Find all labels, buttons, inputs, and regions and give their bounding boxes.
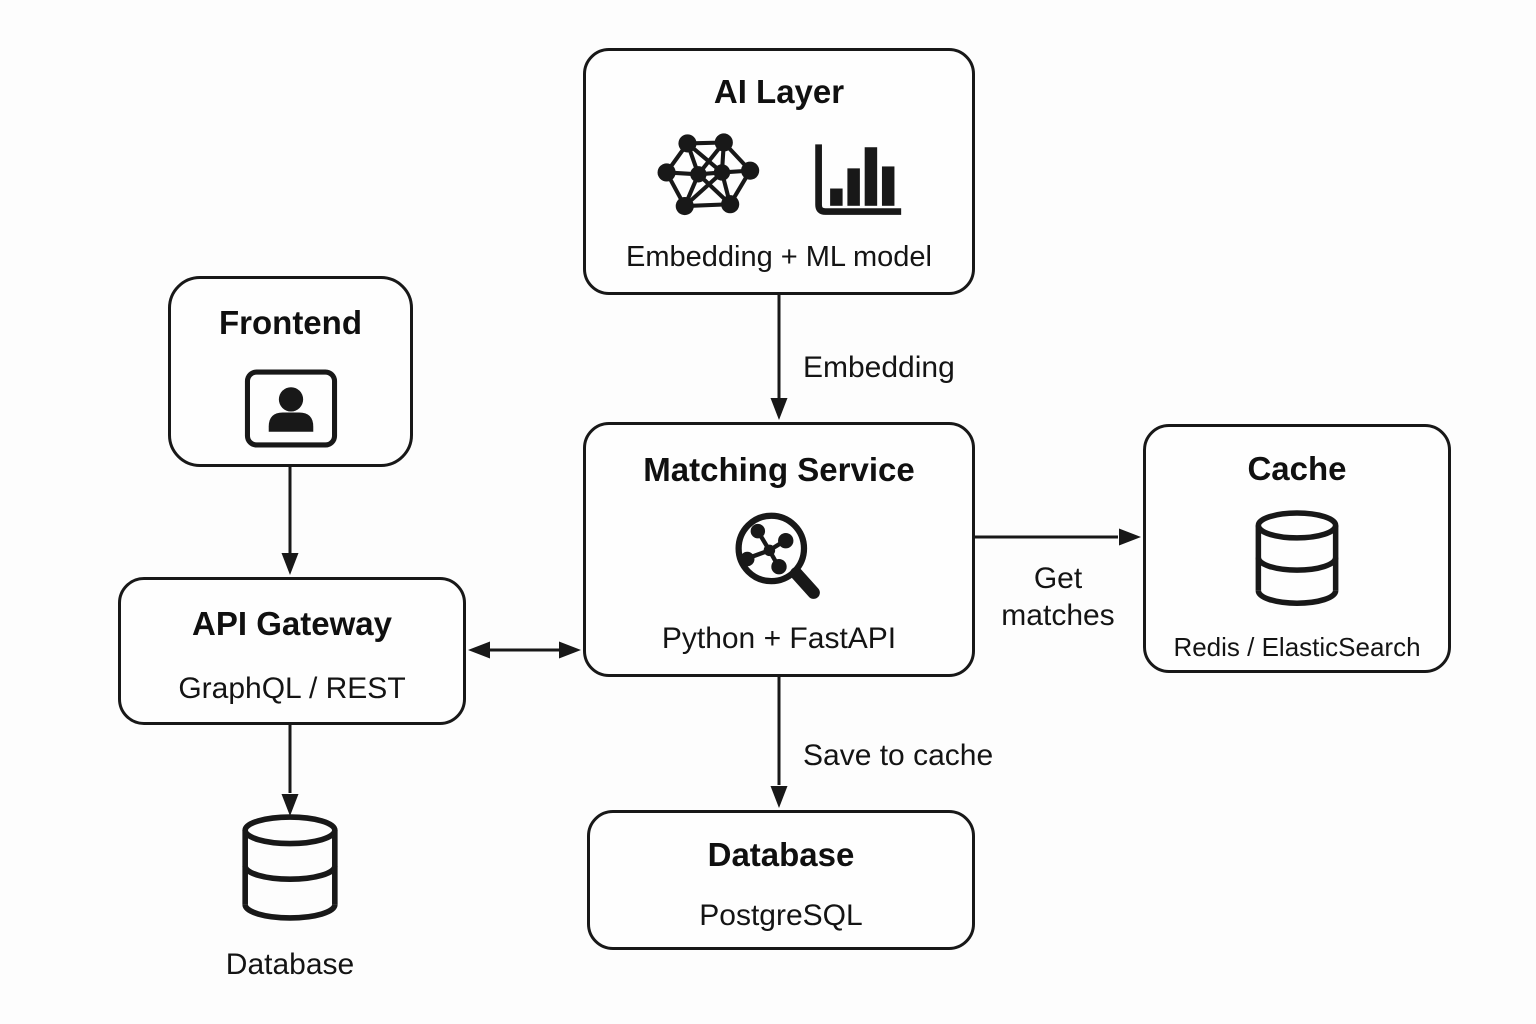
- neural-network-icon: [657, 133, 760, 216]
- edge-matching-to-database: [770, 677, 788, 808]
- node-title: Cache: [1247, 450, 1347, 487]
- node-subtitle: GraphQL / REST: [178, 672, 406, 705]
- node-title: Frontend: [219, 304, 362, 341]
- database-cylinder-icon: [1255, 510, 1339, 606]
- edge-label-embedding: Embedding: [803, 351, 955, 384]
- node-ai-layer: AI Layer: [583, 48, 975, 295]
- edge-label-get-matches: Get matches: [1001, 562, 1115, 632]
- graph-search-icon: [735, 512, 820, 599]
- edge-label-save-to-cache: Save to cache: [803, 739, 994, 772]
- edge-gateway-matching-bidirectional: [468, 641, 581, 659]
- node-database: Database PostgreSQL: [587, 810, 975, 950]
- edge-frontend-to-gateway: [281, 467, 299, 575]
- edge-gateway-to-store: [281, 725, 299, 816]
- node-api-gateway: API Gateway GraphQL / REST: [118, 577, 466, 725]
- edge-ai-to-matching: [770, 295, 788, 420]
- node-title: AI Layer: [713, 73, 845, 110]
- database-store-label: Database: [225, 948, 355, 981]
- node-title: Database: [707, 836, 855, 873]
- node-title: Matching Service: [643, 451, 915, 488]
- node-subtitle: PostgreSQL: [699, 899, 863, 932]
- node-matching-service: Matching Service Python + FastAPI: [583, 422, 975, 677]
- database-cylinder-icon: [242, 814, 338, 921]
- node-cache: Cache Redis / ElasticSearch: [1143, 424, 1451, 673]
- user-card-icon: [244, 369, 337, 448]
- bar-chart-icon: [815, 144, 902, 215]
- node-subtitle: Redis / ElasticSearch: [1173, 632, 1421, 662]
- node-title: API Gateway: [192, 605, 392, 642]
- node-frontend: Frontend: [168, 276, 413, 467]
- node-subtitle: Python + FastAPI: [661, 622, 897, 655]
- edge-matching-to-cache: [975, 528, 1141, 546]
- node-subtitle: Embedding + ML model: [625, 241, 932, 273]
